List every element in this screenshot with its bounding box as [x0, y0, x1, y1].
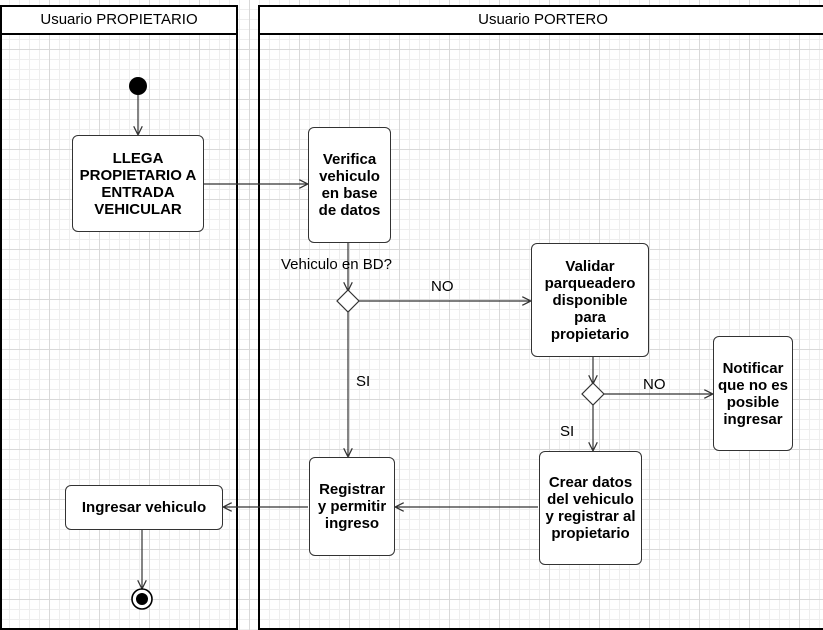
node-notificar: Notificar que no es posible ingresar	[713, 336, 793, 451]
decision-parqueadero	[581, 382, 605, 406]
lane-propietario-title: Usuario PROPIETARIO	[2, 7, 236, 35]
lane-propietario: Usuario PROPIETARIO	[0, 5, 238, 630]
label-no-1: NO	[431, 278, 454, 295]
node-validar-parqueadero: Validar parqueadero disponible para prop…	[531, 243, 649, 357]
node-ingresar-vehiculo: Ingresar vehiculo	[65, 485, 223, 530]
end-node-dot	[136, 593, 148, 605]
start-node	[129, 77, 147, 95]
label-no-2: NO	[643, 376, 666, 393]
decision-vehiculo-en-bd	[336, 289, 360, 313]
node-verifica-vehiculo: Verifica vehiculo en base de datos	[308, 127, 391, 243]
lane-portero-title: Usuario PORTERO	[260, 7, 823, 35]
label-si-1: SI	[356, 373, 371, 390]
node-registrar-ingreso: Registrar y permitir ingreso	[309, 457, 395, 556]
node-llega-propietario: LLEGA PROPIETARIO A ENTRADA VEHICULAR	[72, 135, 204, 232]
label-si-2: SI	[560, 423, 575, 440]
node-crear-datos: Crear datos del vehiculo y registrar al …	[539, 451, 642, 565]
label-vehiculo-en-bd: Vehiculo en BD?	[281, 256, 392, 273]
lane-portero: Usuario PORTERO	[258, 5, 823, 630]
